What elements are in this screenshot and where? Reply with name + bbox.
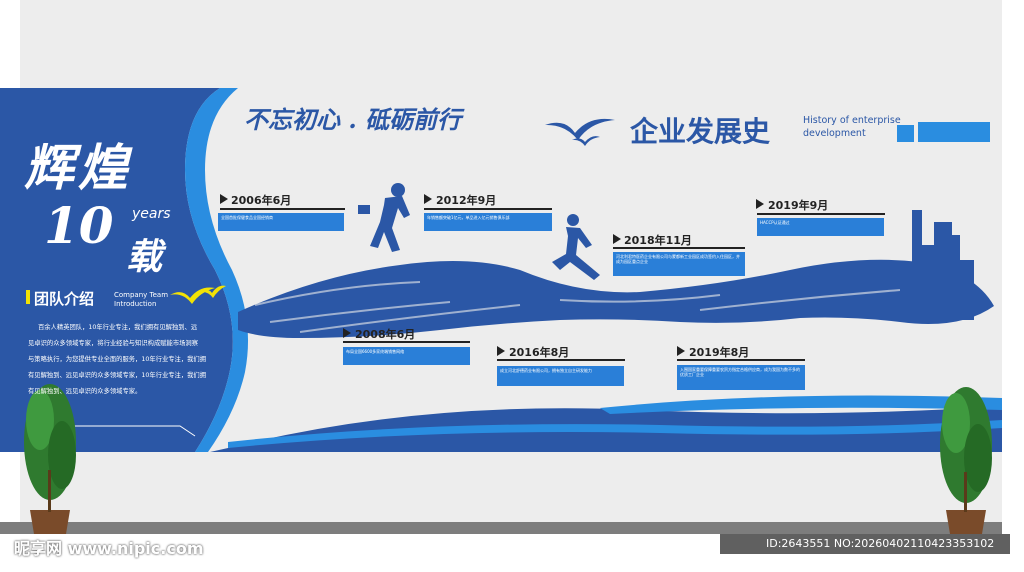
play-arrow-icon	[424, 194, 432, 204]
section-en-line1: Company Team	[114, 291, 169, 299]
slogan: 不忘初心 . 砥砺前行	[244, 105, 462, 134]
title-en-line1: History of enterprise	[803, 115, 901, 126]
timeline-text: 入围国家重要保障重要农贸方指定合格供应商，成为我国为数不多的优质工厂企业	[677, 365, 805, 390]
section-en: Company Team Introduction	[114, 291, 168, 309]
play-arrow-icon	[343, 328, 351, 338]
timeline-date: 2019年8月	[689, 346, 750, 359]
title-number: 10	[44, 196, 114, 255]
paragraph-line: 见卓识的众多领域专家，将行业经验与知识构成赋能市场洞察	[28, 340, 199, 347]
timeline-text: 成立河北舒德药业有限公司，拥有独立自主研发能力	[497, 366, 624, 386]
bottom-wave-light-2	[600, 395, 1002, 414]
section-en-line2: Introduction	[114, 300, 157, 308]
birds-icon	[545, 118, 615, 146]
floor-strip	[0, 522, 1002, 534]
team-intro-paragraph: 百余人精英团队，10年行业专注，我们拥有见解独到、远 见卓识的众多领域专家，将行…	[28, 320, 218, 400]
title-main: 辉煌	[24, 138, 132, 197]
timeline-date: 2019年9月	[768, 199, 829, 212]
watermark-right-bg	[720, 534, 1010, 554]
potted-plant-left-icon	[24, 384, 76, 534]
timeline-date: 2018年11月	[624, 234, 692, 247]
timeline-text: HACCP认证通过	[757, 218, 884, 236]
play-arrow-icon	[220, 194, 228, 204]
section-marker	[26, 290, 30, 304]
timeline-date: 2008年6月	[355, 328, 416, 341]
play-arrow-icon	[677, 346, 685, 356]
woman-running-icon	[552, 214, 600, 280]
bottom-wave-light	[228, 420, 1002, 448]
header-square	[897, 125, 914, 142]
timeline-date: 2016年8月	[509, 346, 570, 359]
timeline-text: 河北利君特医药企业有限公司与蒙都新工业园区成功签约入住园区，并成为园区重点企业	[613, 252, 745, 276]
paragraph-line: 有见解独到、远见卓识的众多领域专家，10年行业专注，我们拥	[28, 372, 207, 379]
header-bar	[918, 122, 990, 142]
play-arrow-icon	[497, 346, 505, 356]
timeline-text: 全国首批保健食品全国经销商	[218, 213, 344, 231]
title-en-line2: development	[803, 128, 866, 139]
left-panel-accent	[185, 88, 249, 452]
main-title: 企业发展史	[630, 115, 771, 148]
paragraph-line: 百余人精英团队，10年行业专注，我们拥有见解独到、远	[38, 324, 198, 331]
title-en: History of enterprise development	[803, 114, 901, 140]
timeline-date: 2006年6月	[231, 194, 292, 207]
watermark-right: ID:2643551 NO:20260402110423353102	[766, 537, 995, 550]
timeline-text: 布局全国6600多家终端销售网络	[343, 347, 470, 365]
section-title: 团队介绍	[34, 290, 95, 308]
play-arrow-icon	[613, 234, 621, 244]
paragraph-line: 与策略执行，为您提供专业全面的服务，10年行业专注，我们拥	[28, 356, 207, 363]
businessman-running-icon	[358, 183, 410, 252]
brush-stroke-river	[238, 259, 994, 338]
watermark-left: 昵享网 www.nipic.com	[14, 539, 204, 558]
title-unit: 载	[126, 236, 163, 278]
paragraph-line: 有见解独到、远见卓识的众多领域专家。	[28, 388, 142, 395]
timeline-text: 年销售额突破1亿元，单品进入亿元销售俱乐部	[424, 213, 552, 231]
potted-plant-right-icon	[940, 387, 992, 534]
title-years: years	[132, 206, 171, 222]
yellow-birds-icon	[170, 285, 226, 304]
left-blue-panel	[0, 88, 233, 452]
timeline-date: 2012年9月	[436, 194, 497, 207]
city-skyline-icon	[900, 210, 974, 320]
play-arrow-icon	[756, 199, 764, 209]
